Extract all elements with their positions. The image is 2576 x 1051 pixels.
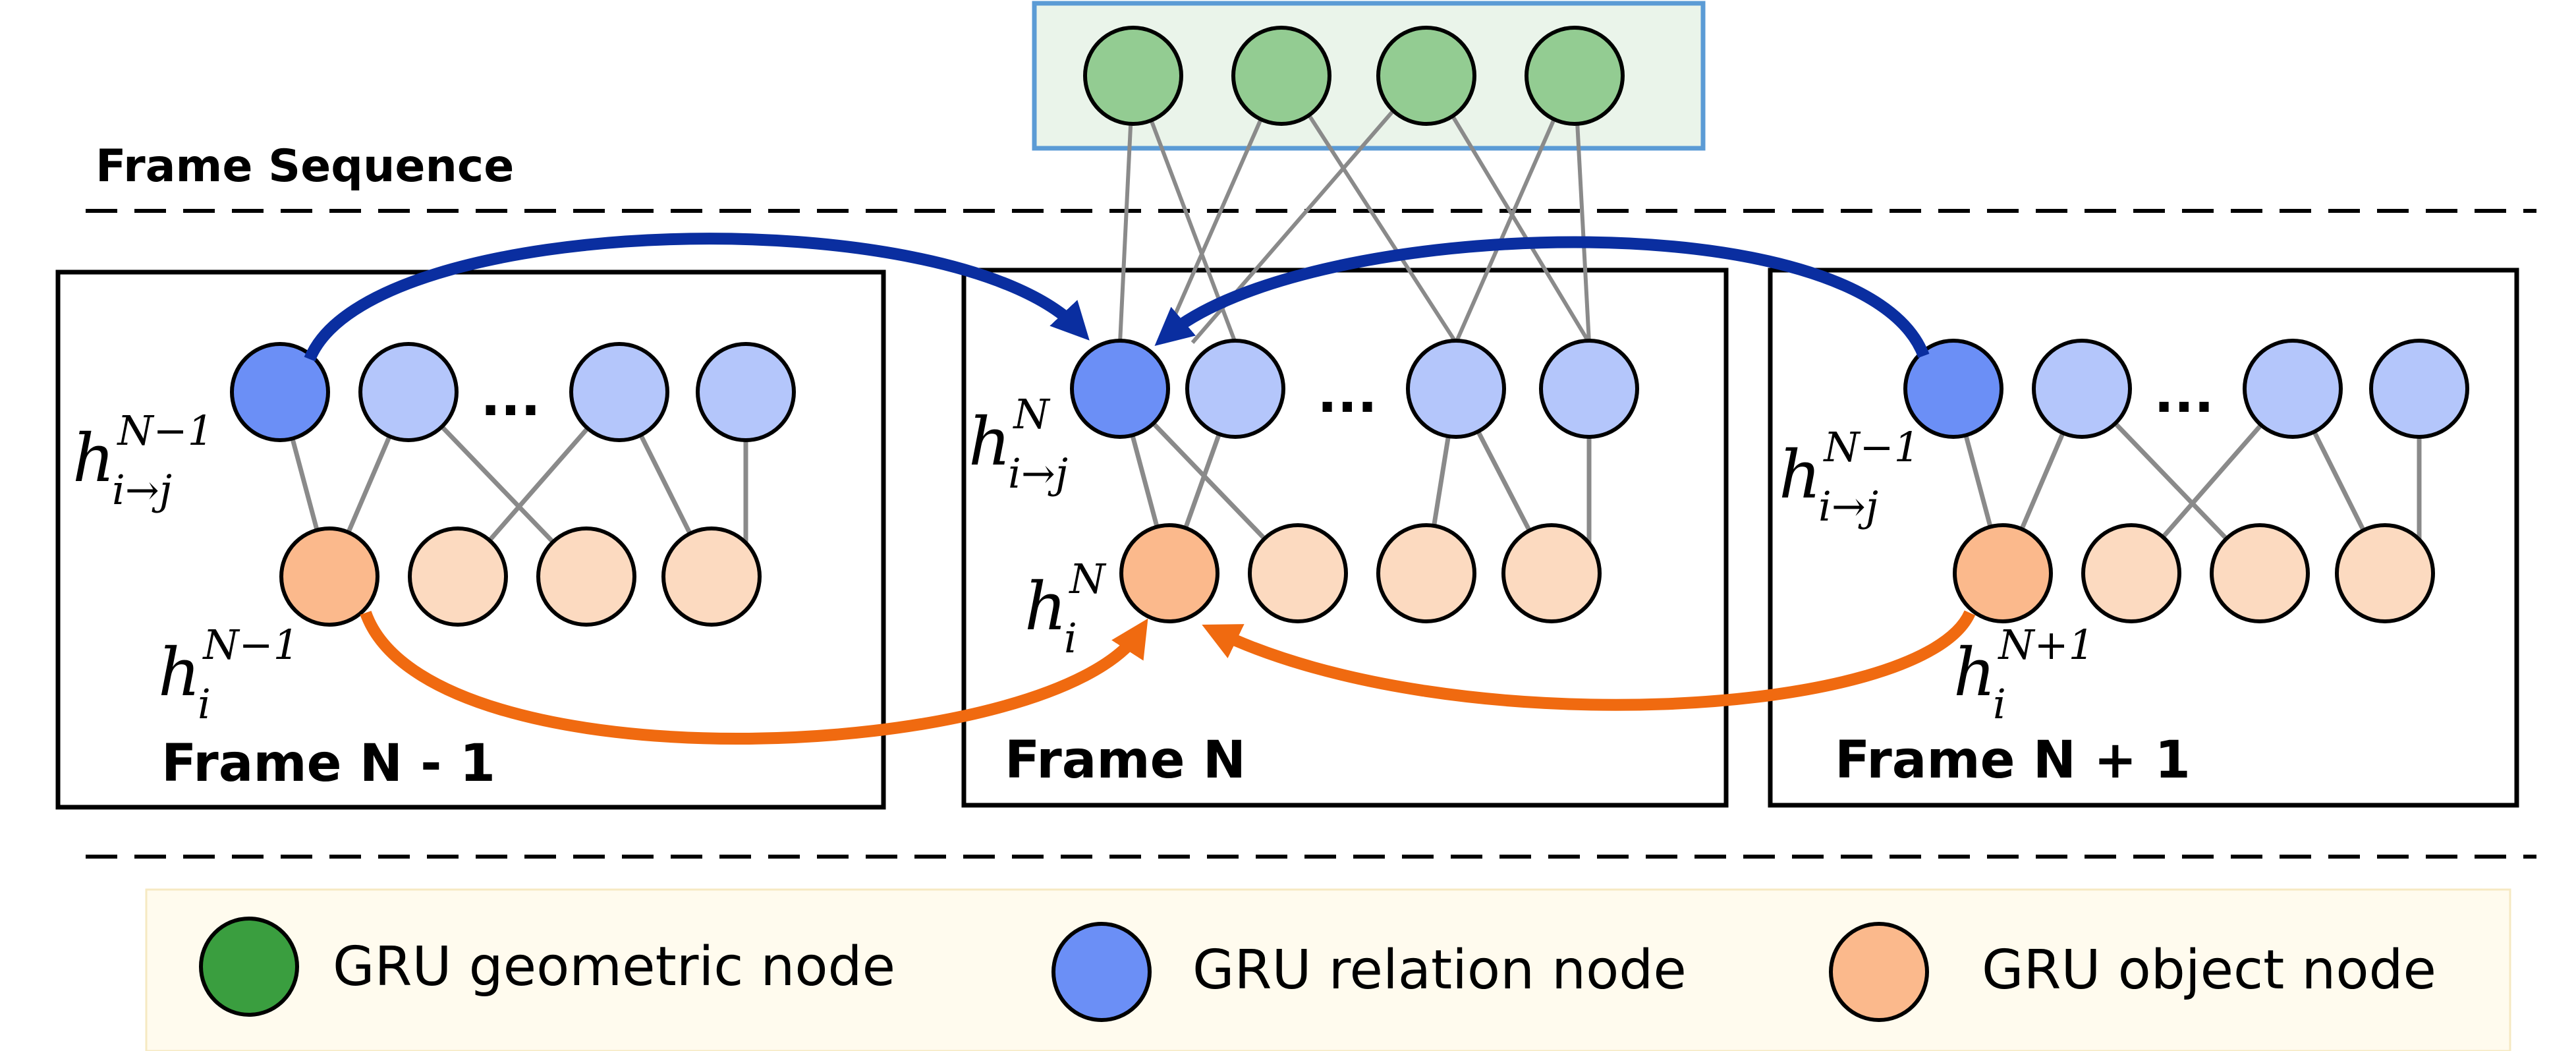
- object-node: [1501, 523, 1602, 623]
- geometric-nodes: [1083, 26, 1625, 126]
- ellipsis-frame-prev: ...: [480, 366, 540, 428]
- relation-node: [2032, 339, 2132, 439]
- object-node: [661, 526, 762, 627]
- object-node-active: [1119, 523, 1219, 623]
- nodes-frame-prev: [230, 342, 796, 627]
- legend-geometric-label: GRU geometric node: [333, 936, 895, 998]
- object-node: [536, 526, 636, 627]
- frame-box-next: [1768, 268, 2519, 808]
- legend-geometric-icon: [199, 917, 299, 1017]
- legend-object-label: GRU object node: [1982, 939, 2436, 1002]
- geometric-node: [1525, 26, 1625, 126]
- relation-node: [1406, 339, 1506, 439]
- nodes-frame-next: [1903, 339, 2469, 623]
- blue-arrow-from-prev: [304, 233, 1090, 362]
- object-node: [1376, 523, 1476, 623]
- relation-node: [358, 342, 459, 442]
- frame-box-prev: [55, 270, 886, 810]
- geometric-node: [1376, 26, 1476, 126]
- orange-arrow-from-prev: [360, 610, 1148, 745]
- relation-node: [1185, 339, 1285, 439]
- ellipsis-frame-current: ...: [1317, 363, 1377, 424]
- nodes-frame-current: [1070, 339, 1639, 623]
- relation-node: [2243, 339, 2343, 439]
- object-node: [2081, 523, 2181, 623]
- object-node-active: [1953, 523, 2053, 623]
- relation-node: [569, 342, 669, 442]
- legend-relation-label: GRU relation node: [1192, 939, 1687, 1002]
- ellipsis-frame-next: ...: [2154, 363, 2214, 424]
- object-node-active: [279, 526, 379, 627]
- object-node: [2335, 523, 2435, 623]
- relation-node: [1539, 339, 1639, 439]
- geometric-node: [1231, 26, 1331, 126]
- object-node: [408, 526, 508, 627]
- geometric-node: [1083, 26, 1183, 126]
- object-node: [2210, 523, 2310, 623]
- relation-node: [696, 342, 796, 442]
- relation-node: [2369, 339, 2469, 439]
- frame-label-prev: Frame N - 1: [161, 734, 495, 793]
- legend-object-icon: [1829, 922, 1929, 1022]
- object-node: [1248, 523, 1348, 623]
- relation-node-active: [1070, 339, 1170, 439]
- frame-label-current: Frame N: [1005, 731, 1246, 790]
- relation-node-active: [230, 342, 330, 442]
- section-label: Frame Sequence: [96, 140, 514, 192]
- blue-arrow-from-next: [1154, 236, 1930, 358]
- frame-label-next: Frame N + 1: [1835, 731, 2191, 790]
- legend-box: [145, 888, 2511, 1051]
- relation-node-active: [1903, 339, 2003, 439]
- legend-relation-icon: [1051, 922, 1152, 1022]
- orange-arrow-from-next: [1202, 610, 1976, 711]
